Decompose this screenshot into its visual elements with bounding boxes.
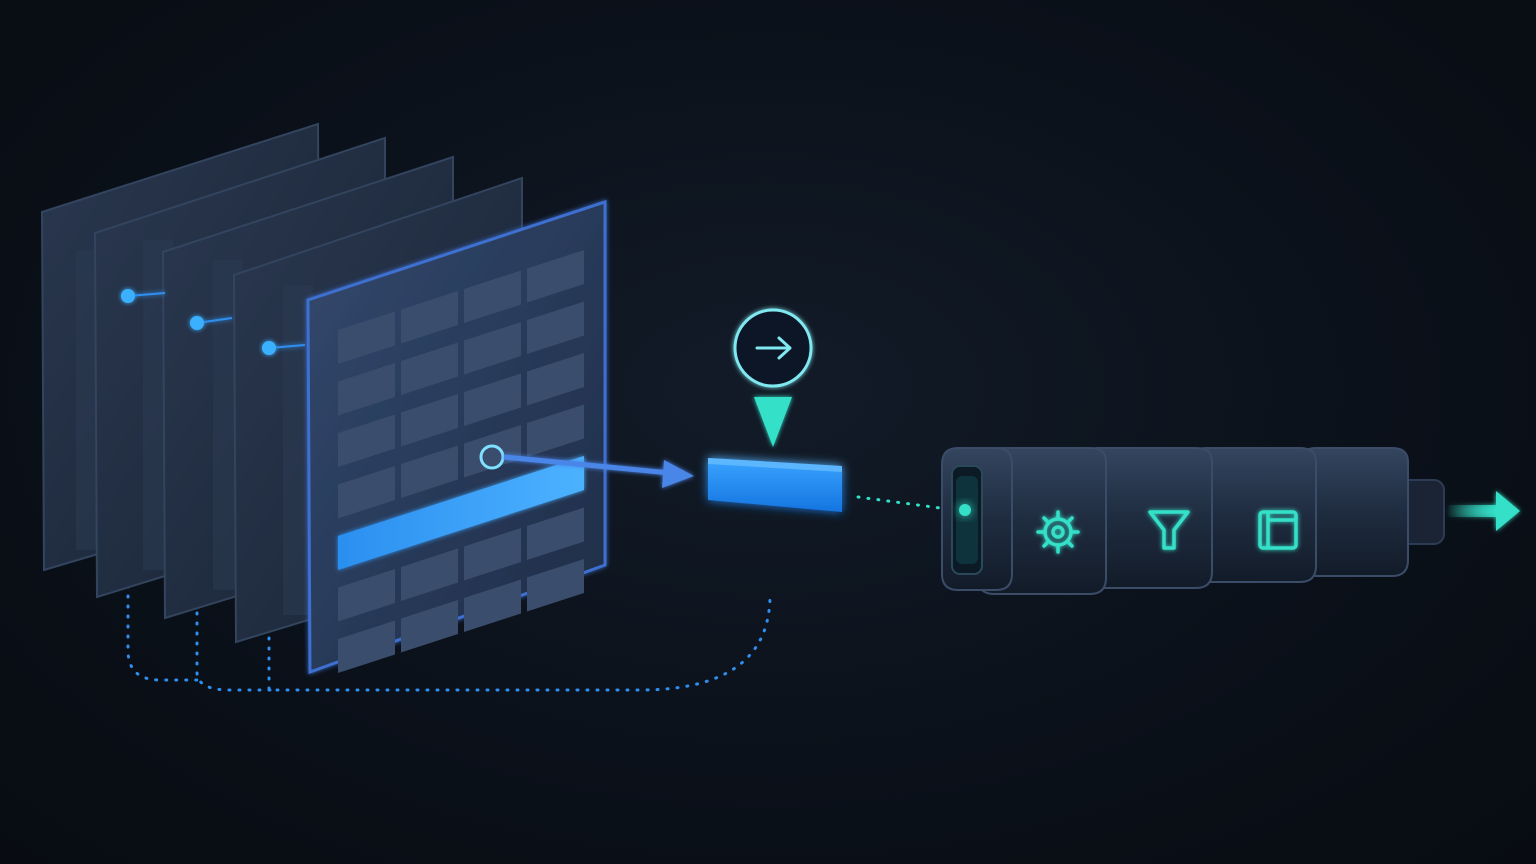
grid-cell xyxy=(527,559,584,612)
grid-cell xyxy=(401,342,458,396)
grid-cell xyxy=(401,393,458,447)
dotted-connector-lines xyxy=(126,294,957,692)
grid-cell xyxy=(527,250,584,303)
grid-cell xyxy=(464,579,521,633)
connector-dot xyxy=(121,289,135,303)
grid-cell xyxy=(464,527,521,581)
connector-dot xyxy=(262,341,276,355)
grid-cell xyxy=(401,290,458,344)
grid-cell xyxy=(527,353,584,406)
connector-dot xyxy=(190,316,204,330)
grid-cell xyxy=(338,362,395,416)
grid-cell xyxy=(527,404,584,458)
grid-cell xyxy=(401,599,458,653)
funnel-icon xyxy=(1148,510,1190,550)
grid-cell xyxy=(338,620,395,673)
output-arrow-icon xyxy=(1446,491,1520,531)
glowing-dot-icon xyxy=(959,504,971,516)
sheet-connector-dots xyxy=(121,289,306,355)
grid-cell xyxy=(401,445,458,499)
grid-cell xyxy=(338,465,395,519)
grid-cell xyxy=(527,301,584,355)
data-sheet-front xyxy=(306,199,607,675)
grid-cell xyxy=(464,424,521,478)
document-frame-icon xyxy=(1258,510,1298,550)
grid-cell xyxy=(338,414,395,467)
grid-cell xyxy=(464,321,521,375)
grid-cell xyxy=(464,373,521,427)
grid-cell xyxy=(464,270,521,324)
selection-marker xyxy=(479,444,505,470)
process-indicator xyxy=(733,308,813,447)
processing-pipeline xyxy=(941,447,1520,595)
front-sheet-grid xyxy=(338,250,584,673)
extract-arrow xyxy=(503,454,694,488)
down-pointer-icon xyxy=(754,397,792,447)
grid-cell xyxy=(338,311,395,364)
grid-cell xyxy=(527,507,584,561)
pipeline-input xyxy=(941,447,1013,591)
highlighted-row xyxy=(338,456,584,570)
grid-cell xyxy=(401,548,458,602)
selected-record xyxy=(708,458,842,512)
grid-cell xyxy=(338,568,395,622)
gear-icon xyxy=(1036,510,1080,554)
